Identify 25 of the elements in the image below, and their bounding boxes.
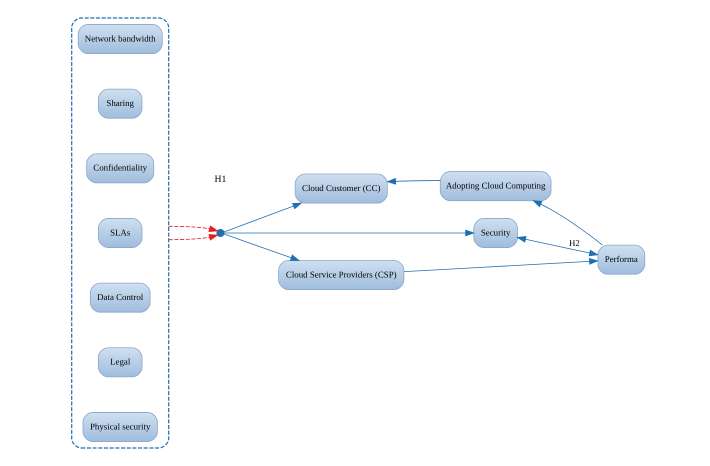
edge-label: H2 [569, 238, 580, 248]
node-box: Performa [597, 244, 646, 275]
node-box: Confidentiality [86, 153, 154, 184]
node-box: Security [473, 218, 518, 248]
arrow [386, 178, 441, 185]
arrow [168, 234, 219, 241]
node-box: Sharing [98, 88, 142, 119]
arrow [532, 200, 603, 246]
node-box: SLAs [98, 218, 142, 248]
arrow [224, 234, 300, 261]
node-box: Cloud Service Providers (CSP) [278, 260, 404, 290]
node-box: Legal [98, 347, 142, 378]
arrow [516, 236, 599, 256]
node-box: Adopting Cloud Computing [440, 171, 552, 202]
cluster [71, 17, 170, 449]
node-box: Cloud Customer (CC) [294, 174, 388, 204]
node-box: Network bandwidth [78, 24, 163, 54]
label: H1 [214, 174, 226, 186]
arrow [404, 258, 599, 272]
node-box: Data Control [90, 282, 150, 313]
node-box: Physical security [82, 412, 158, 442]
arrow [168, 225, 219, 232]
arrow [224, 230, 475, 236]
arrow [224, 202, 302, 232]
node-circle [216, 228, 224, 238]
